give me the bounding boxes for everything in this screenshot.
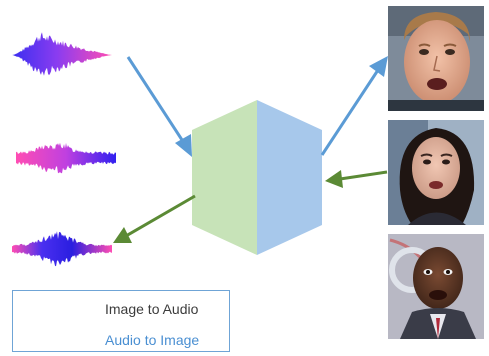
waveform-3 (12, 231, 112, 267)
face-image-3 (388, 234, 484, 339)
face-image-2 (388, 120, 484, 225)
hexagon-left-half (192, 100, 257, 255)
legend-box (12, 290, 230, 352)
hexagon-model (192, 100, 322, 255)
arrow-model-to-face (320, 56, 388, 156)
hexagon-right-half (257, 100, 322, 255)
legend-label-audio-to-image: Audio to Image (105, 332, 200, 348)
arrow-face-to-model (325, 170, 388, 188)
arrow-model-to-audio (113, 194, 196, 243)
face-image-1 (388, 6, 484, 111)
waveform-1 (12, 32, 112, 76)
legend-label-image-to-audio: Image to Audio (105, 301, 199, 317)
arrow-audio-to-model (126, 56, 192, 157)
waveform-2 (16, 142, 116, 174)
